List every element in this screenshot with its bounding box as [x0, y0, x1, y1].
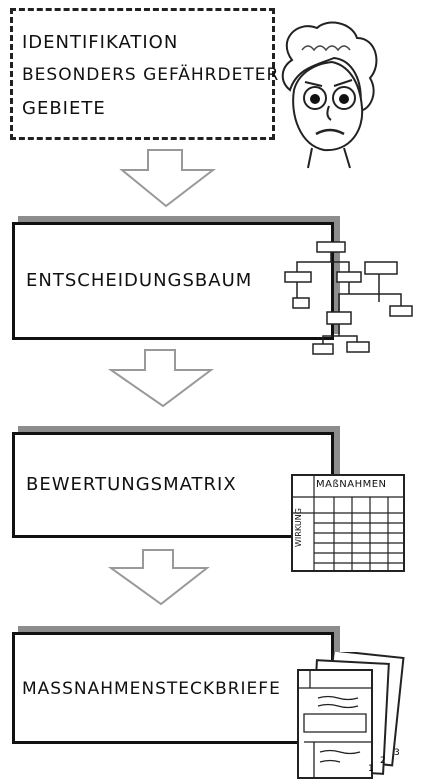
- step-identification-line-1: IDENTIFIKATION: [22, 30, 178, 56]
- worried-face-icon: [272, 20, 382, 170]
- decision-tree-icon: [275, 232, 415, 362]
- down-arrow-1-icon: [118, 148, 218, 208]
- down-arrow-3-icon: [105, 548, 215, 608]
- page-number-1: 1: [368, 764, 374, 774]
- matrix-side-label: WIRKUNG: [294, 508, 303, 547]
- page-number-2: 2: [380, 756, 386, 766]
- step-identification-line-3: GEBIETE: [22, 96, 106, 122]
- step-measure-profiles-label: MAßNAHMENSTECKBRIEFE: [22, 676, 281, 702]
- matrix-header-label: MAßNAHMEN: [316, 479, 387, 490]
- step-decision-tree-label: ENTSCHEIDUNGSBAUM: [26, 268, 252, 294]
- page-number-3: 3: [394, 748, 400, 758]
- down-arrow-2-icon: [105, 348, 215, 410]
- step-assessment-matrix-label: BEWERTUNGSMATRIX: [26, 472, 237, 498]
- step-identification-line-2: BESONDERS GEFÄHRDETER: [22, 62, 279, 88]
- profiles-stack-icon: 1 2 3: [288, 652, 410, 780]
- assessment-matrix-icon: MAßNAHMEN WIRKUNG: [288, 467, 410, 575]
